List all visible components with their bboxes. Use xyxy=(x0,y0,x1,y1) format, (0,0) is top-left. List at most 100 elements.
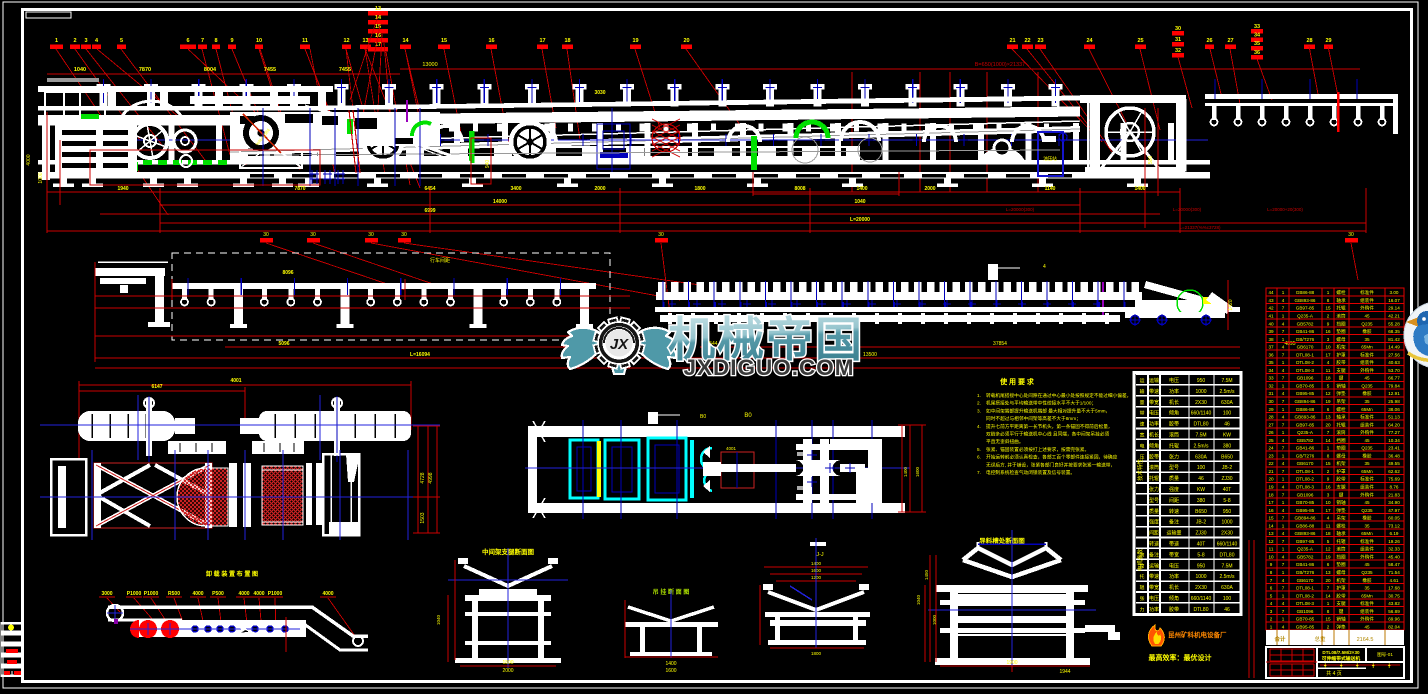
svg-text:2X30: 2X30 xyxy=(1195,585,1207,591)
svg-text:29.14: 29.14 xyxy=(1388,306,1400,311)
svg-text:14: 14 xyxy=(1268,523,1274,528)
svg-text:22: 22 xyxy=(1024,38,1030,44)
svg-text:辊: 辊 xyxy=(1140,584,1145,591)
svg-text:950: 950 xyxy=(1197,378,1206,384)
svg-text:45.40: 45.40 xyxy=(1388,554,1400,559)
svg-text:40T: 40T xyxy=(1223,487,1232,493)
svg-text:13: 13 xyxy=(1325,415,1331,420)
svg-text:胶带: 胶带 xyxy=(1169,606,1179,613)
svg-text:2.: 2. xyxy=(977,401,981,406)
svg-text:合计: 合计 xyxy=(1274,635,1286,643)
svg-text:功率: 功率 xyxy=(1149,421,1159,428)
svg-text:同时不超过与相邻中间架等高差不大于8mm；: 同时不超过与相邻中间架等高差不大于8mm； xyxy=(986,415,1081,422)
svg-text:JX: JX xyxy=(610,336,629,353)
svg-text:53.70: 53.70 xyxy=(1388,368,1400,373)
svg-text:5: 5 xyxy=(1327,383,1330,388)
svg-text:螺栓: 螺栓 xyxy=(1336,289,1346,296)
svg-text:19: 19 xyxy=(1268,484,1274,489)
svg-text:77.27: 77.27 xyxy=(1388,430,1400,435)
svg-text:46: 46 xyxy=(1224,422,1230,428)
svg-text:630A: 630A xyxy=(1221,400,1233,406)
svg-text:ZJ30: ZJ30 xyxy=(1221,476,1232,482)
svg-text:最高效率：最优设计: 最高效率：最优设计 xyxy=(1149,653,1212,662)
svg-text:P1000: P1000 xyxy=(144,591,159,597)
svg-text:4: 4 xyxy=(95,38,99,44)
svg-text:3: 3 xyxy=(1270,609,1273,614)
svg-text:35: 35 xyxy=(1364,337,1370,342)
svg-text:100: 100 xyxy=(1223,411,1232,417)
svg-text:27.56: 27.56 xyxy=(1388,352,1400,357)
svg-text:13500: 13500 xyxy=(863,352,877,358)
svg-text:1: 1 xyxy=(1282,430,1285,435)
svg-text:18: 18 xyxy=(1325,531,1331,536)
svg-text:5: 5 xyxy=(1327,539,1330,544)
svg-text:DTL80: DTL80 xyxy=(1193,422,1208,428)
svg-text:1400: 1400 xyxy=(665,661,676,667)
svg-text:支腿: 支腿 xyxy=(1336,600,1346,607)
svg-text:型号: 型号 xyxy=(1169,464,1179,471)
svg-text:标准件: 标准件 xyxy=(1360,289,1374,296)
svg-text:机械帝国: 机械帝国 xyxy=(668,313,864,366)
svg-text:4: 4 xyxy=(1282,578,1285,583)
svg-text:45: 45 xyxy=(1364,500,1370,505)
svg-text:100: 100 xyxy=(1223,596,1232,602)
svg-text:380: 380 xyxy=(1223,443,1232,449)
svg-text:滚筒: 滚筒 xyxy=(1336,546,1346,553)
svg-text:宽: 宽 xyxy=(1140,432,1145,439)
svg-text:DTL08/7.5M/2×30: DTL08/7.5M/2×30 xyxy=(1322,650,1360,655)
svg-text:660/1140: 660/1140 xyxy=(1191,596,1212,602)
svg-text:6: 6 xyxy=(1327,562,1330,567)
svg-text:5096: 5096 xyxy=(278,341,289,347)
svg-text:L=20000: L=20000 xyxy=(850,217,870,223)
svg-text:25: 25 xyxy=(1268,438,1274,443)
svg-text:P1000: P1000 xyxy=(268,591,283,597)
svg-text:挡圈: 挡圈 xyxy=(1336,437,1346,444)
svg-text:7: 7 xyxy=(1282,376,1285,381)
svg-text:65Mn: 65Mn xyxy=(1361,469,1373,474)
svg-text:2X30: 2X30 xyxy=(1221,531,1233,537)
svg-text:量: 量 xyxy=(1140,399,1145,406)
svg-text:GB5782: GB5782 xyxy=(1297,554,1314,559)
svg-text:KW: KW xyxy=(1223,433,1231,439)
svg-text:40T: 40T xyxy=(1197,542,1206,548)
svg-text:12: 12 xyxy=(1325,391,1331,396)
svg-text:DTL08-1: DTL08-1 xyxy=(1296,469,1314,474)
svg-text:机架: 机架 xyxy=(1336,460,1346,467)
svg-text:1900: 1900 xyxy=(1006,660,1017,666)
svg-text:30: 30 xyxy=(1348,232,1354,238)
svg-text:45: 45 xyxy=(1364,438,1370,443)
svg-text:Q235: Q235 xyxy=(1361,383,1373,388)
svg-text:62.62: 62.62 xyxy=(1388,469,1400,474)
svg-text:运输量: 运输量 xyxy=(1166,530,1181,537)
svg-text:8008: 8008 xyxy=(794,186,805,192)
svg-text:29: 29 xyxy=(1268,407,1274,412)
svg-text:╋: ╋ xyxy=(1339,663,1343,668)
svg-text:外购件: 外购件 xyxy=(1360,616,1374,623)
svg-text:图号-01: 图号-01 xyxy=(1377,652,1393,658)
svg-text:28: 28 xyxy=(1268,415,1274,420)
svg-text:挡圈: 挡圈 xyxy=(1336,553,1346,560)
svg-text:26: 26 xyxy=(1206,38,1212,44)
svg-text:开始运转前必须认真检查，各部工百个零部件连接紧固，待确应: 开始运转前必须认真检查，各部工百个零部件连接紧固，待确应 xyxy=(986,454,1118,461)
svg-text:导料槽处断面图: 导料槽处断面图 xyxy=(979,536,1025,545)
svg-text:5.: 5. xyxy=(977,447,981,452)
svg-text:14: 14 xyxy=(1325,593,1331,598)
svg-text:22: 22 xyxy=(1268,461,1274,466)
svg-text:65Mn: 65Mn xyxy=(1361,531,1373,536)
svg-text:1: 1 xyxy=(1282,500,1285,505)
svg-text:如中间架端部提升输送机端部 最大相对提升量不大于5mm，: 如中间架端部提升输送机端部 最大相对提升量不大于5mm， xyxy=(986,407,1110,414)
svg-text:51.13: 51.13 xyxy=(1388,415,1400,420)
svg-text:21.83: 21.83 xyxy=(1388,492,1400,497)
svg-text:行车间距: 行车间距 xyxy=(430,257,450,264)
svg-text:15: 15 xyxy=(1325,461,1331,466)
svg-text:运输: 运输 xyxy=(1149,377,1159,384)
svg-text:16: 16 xyxy=(1325,484,1331,489)
svg-text:5-8: 5-8 xyxy=(1197,552,1204,558)
svg-text:7: 7 xyxy=(1327,430,1330,435)
svg-text:45: 45 xyxy=(1364,562,1370,567)
svg-text:型号: 型号 xyxy=(1149,497,1159,504)
svg-text:间距: 间距 xyxy=(1149,530,1159,537)
svg-text:38.06: 38.06 xyxy=(1388,407,1400,412)
svg-text:26: 26 xyxy=(1268,430,1274,435)
svg-text:张: 张 xyxy=(1140,595,1145,602)
